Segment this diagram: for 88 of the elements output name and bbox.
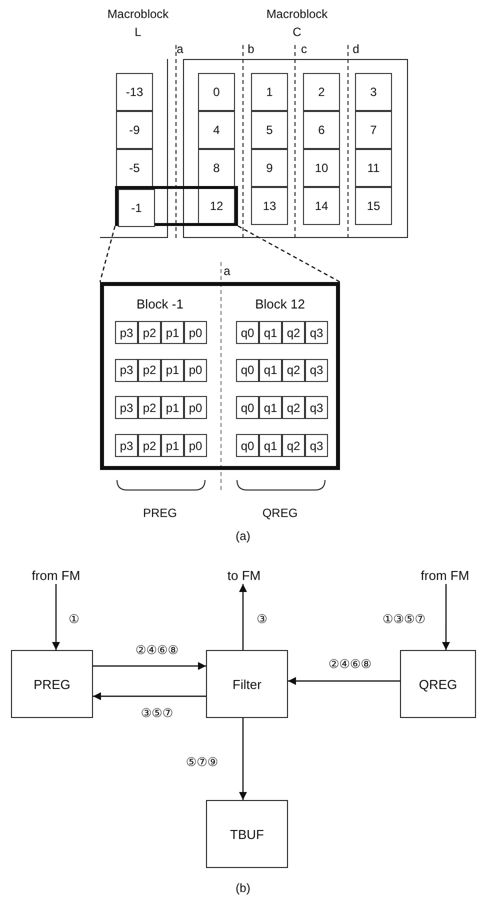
signal-label: from FM [415,568,475,584]
edge-label: ① [68,612,80,626]
signal-label: to FM [220,568,268,584]
process-box: QREG [400,650,476,718]
block-heading: Block -1 [136,298,184,310]
edge-label: ②④⑥⑧ [327,657,373,671]
block-cell: 15 [355,187,392,225]
arrow [93,662,206,670]
edge-label: ③ [256,612,268,626]
sample-cell: p0 [184,396,207,420]
sample-cell: q1 [259,358,282,382]
edge-label: ①③⑤⑦ [381,612,427,626]
highlight-frame [115,186,238,226]
sample-cell: q0 [236,434,259,458]
figure-caption: (b) [236,882,250,894]
sample-cell: p1 [161,434,184,458]
process-box: TBUF [206,800,288,868]
sample-cell: p2 [138,396,161,420]
signal-label: from FM [26,568,86,584]
edge-label: ②④⑥⑧ [134,643,180,657]
zoom-line [99,226,116,282]
sample-cell: p3 [115,358,138,382]
block-cell: 3 [355,73,392,111]
block-cell: 9 [251,149,288,187]
sample-cell: q1 [259,321,282,344]
sample-cell: q3 [305,434,328,458]
zoom-line [238,225,340,283]
arrow [288,677,400,685]
macroblock-heading: Macroblock L [106,6,170,41]
sample-cell: q1 [259,434,282,458]
arrow [239,584,247,650]
arrow [93,692,206,700]
block-cell: 8 [198,149,235,187]
column-label: c [301,43,307,55]
block-cell: 0 [198,73,235,111]
sample-cell: q0 [236,321,259,344]
process-box: Filter [206,650,288,718]
sample-cell: q2 [282,434,305,458]
region-label: QREG [262,507,298,519]
block-cell: -1 [118,189,155,227]
sample-cell: p3 [115,434,138,458]
edge-label: ⑤⑦⑨ [184,755,220,769]
zoom-panel [100,282,340,470]
block-cell: 14 [303,187,340,225]
arrow [52,584,60,650]
sample-cell: q3 [305,396,328,420]
arrow [238,718,247,800]
arrow [442,584,450,650]
block-cell: 11 [355,149,392,187]
sample-cell: p3 [115,396,138,420]
block-heading: Block 12 [255,298,305,310]
column-label: b [248,43,254,55]
region-label: PREG [143,507,177,519]
sample-cell: q0 [236,358,259,382]
sample-cell: q2 [282,358,305,382]
block-cell: -13 [116,73,153,111]
sample-cell: p2 [138,358,161,382]
sample-cell: p1 [161,358,184,382]
edge-label: ③⑤⑦ [140,706,174,720]
block-cell: 5 [251,111,288,149]
block-cell: -9 [116,111,153,149]
sample-cell: q2 [282,321,305,344]
sample-cell: q1 [259,396,282,420]
sample-cell: q0 [236,396,259,420]
block-cell: 2 [303,73,340,111]
block-cell: 13 [251,187,288,225]
sample-cell: q3 [305,321,328,344]
sample-cell: p3 [115,321,138,344]
block-cell: 1 [251,73,288,111]
process-box: PREG [11,650,93,718]
sample-cell: p2 [138,321,161,344]
block-cell: 4 [198,111,235,149]
sample-cell: p1 [161,321,184,344]
block-cell: -5 [116,149,153,187]
block-cell: 6 [303,111,340,149]
sample-cell: p2 [138,434,161,458]
sample-cell: q3 [305,358,328,382]
sample-cell: q2 [282,396,305,420]
sample-cell: p0 [184,321,207,344]
figure-caption: (a) [236,530,250,542]
column-label: a [176,43,184,55]
column-label: d [352,43,360,55]
sample-cell: p1 [161,396,184,420]
sample-cell: p0 [184,358,207,382]
sample-cell: p0 [184,434,207,458]
column-label: a [224,265,230,277]
block-cell: 10 [303,149,340,187]
block-cell: 7 [355,111,392,149]
